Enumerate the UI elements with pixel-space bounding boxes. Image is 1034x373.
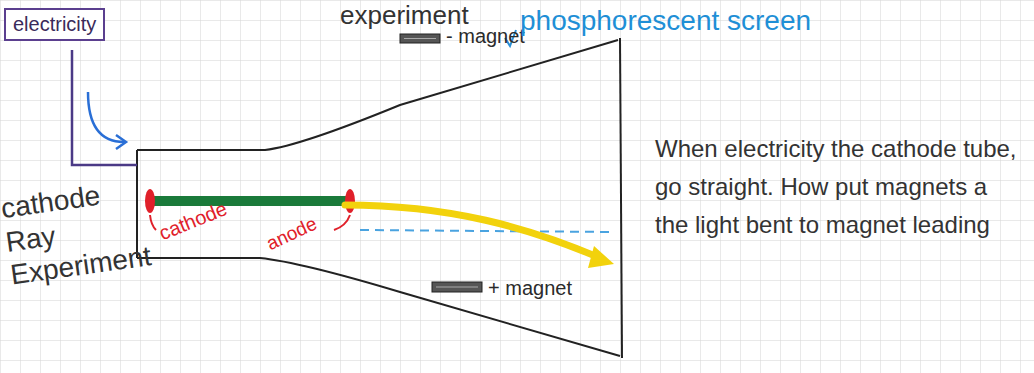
deflected-beam [345,205,600,258]
leader-line [150,215,156,230]
magnet-label: + magnet [488,276,572,300]
pointer-arrow [88,92,124,142]
magnet-bar [400,34,440,43]
pointer-arrowhead [116,135,126,149]
magnet-label: - magnet [446,24,525,48]
electrode-beam [150,196,348,206]
power-wire [72,50,137,165]
magnet-bar [432,282,482,292]
undeflected-path [360,230,615,232]
screen-label: phosphorescent screen [520,4,811,38]
node-text: electricity [13,13,96,36]
power-source-box: electricity [4,8,105,41]
anode-electrode [345,189,355,213]
tube-outline [137,258,620,356]
experiment-title: cathode Ray Experiment [0,173,153,293]
explanation-note: When electricity the cathode tube, go st… [655,130,1025,244]
tube-outline [137,40,618,150]
beam-arrowhead [588,246,614,268]
phosphorescent-screen [620,38,622,358]
leader-line [334,215,350,230]
magnet-stripe [436,287,478,288]
magnet-stripe [404,38,436,39]
cathode-electrode [145,189,155,213]
